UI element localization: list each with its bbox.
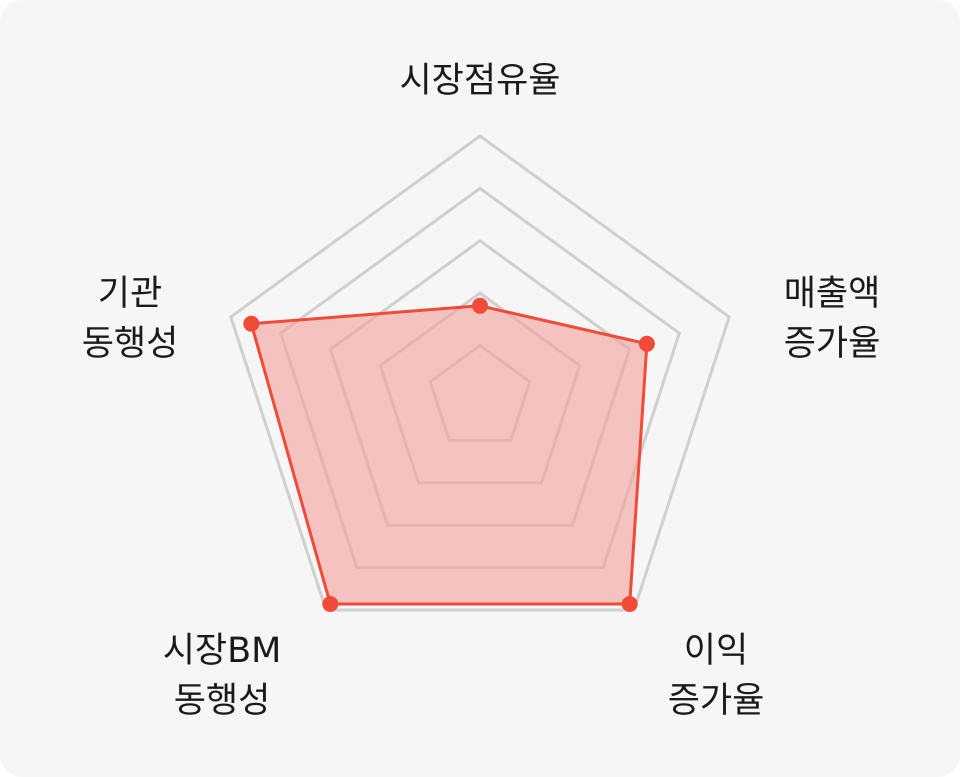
axis-label-line: 증가율	[668, 681, 765, 721]
data-point-sales_growth	[638, 335, 655, 352]
data-point-market_bm	[322, 596, 339, 612]
axis-label-line: 시장BM	[163, 631, 282, 671]
data-point-profit_growth	[621, 596, 638, 612]
axis-label-line: 시장점유율	[399, 61, 560, 101]
data-point-market_share	[472, 297, 488, 314]
axis-label-line: 매출액	[784, 274, 881, 314]
data-point-institution	[243, 315, 260, 332]
axis-label-line: 이익	[684, 631, 748, 671]
series-area	[249, 304, 649, 606]
axis-label-line: 증가율	[784, 324, 881, 364]
axis-label-line: 기관	[98, 274, 162, 314]
axis-label-line: 동행성	[174, 681, 271, 721]
axis-label-market_share: 시장점유율	[399, 61, 560, 101]
axis-label-line: 동행성	[82, 324, 179, 364]
grid-ring-5	[229, 134, 731, 612]
radar-series	[243, 297, 655, 612]
axis-label-market_bm: 시장BM 동행성	[163, 631, 282, 721]
